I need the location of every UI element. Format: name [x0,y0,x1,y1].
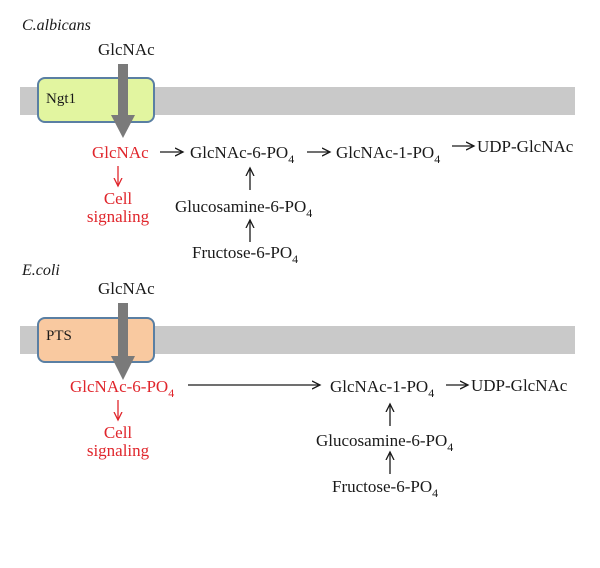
intracellular-glcnac-6p: GlcNAc-6-PO4 [70,377,174,400]
organism-label: E.coli [21,262,60,279]
import-substrate-label: GlcNAc [98,279,155,298]
cell-signaling-line2: signaling [87,441,150,460]
intracellular-glcnac: GlcNAc [92,143,149,162]
cell-signaling-line1: Cell [104,189,133,208]
fructose-6p-label: Fructose-6-PO4 [332,477,438,500]
transport-arrow [111,64,135,138]
transporter-label: PTS [46,328,72,344]
glcnac-1p-label: GlcNAc-1-PO4 [336,143,440,166]
import-substrate-label: GlcNAc [98,40,155,59]
panel-candida: C.albicans Ngt1 GlcNAc GlcNAc GlcNAc-6-P… [20,17,575,266]
fructose-6p-label: Fructose-6-PO4 [192,243,298,266]
transport-arrow [111,303,135,380]
glcnac-6p-label: GlcNAc-6-PO4 [190,143,294,166]
cell-signaling-line1: Cell [104,423,133,442]
transporter-label: Ngt1 [46,91,76,107]
udp-glcnac-label: UDP-GlcNAc [471,376,568,395]
organism-label: C.albicans [22,17,91,34]
glucosamine-6p-label: Glucosamine-6-PO4 [175,197,312,220]
glcnac-1p-label: GlcNAc-1-PO4 [330,377,434,400]
udp-glcnac-label: UDP-GlcNAc [477,137,574,156]
cell-signaling-line2: signaling [87,207,150,226]
glucosamine-6p-label: Glucosamine-6-PO4 [316,431,453,454]
panel-ecoli: E.coli GlcNAc PTS GlcNAc-6-PO4 GlcNAc-1-… [20,262,575,500]
